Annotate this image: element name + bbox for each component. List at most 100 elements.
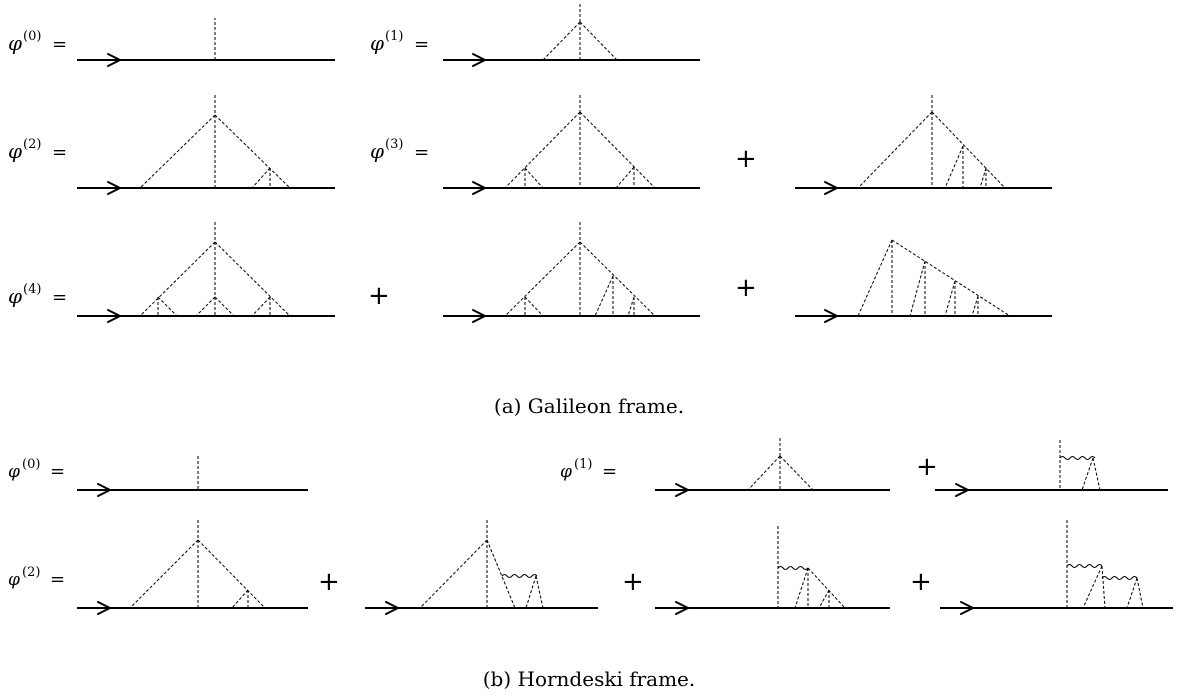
arrow-icon <box>107 53 123 67</box>
scalar-line <box>251 296 271 317</box>
scalar-line <box>857 111 933 189</box>
scalar-line <box>251 167 271 189</box>
diagram-phi1-horndeski-1 <box>655 438 890 497</box>
plus-sign: + <box>910 567 932 597</box>
diagram-phi3-galileon-2 <box>795 95 1052 195</box>
plus-sign: + <box>622 567 644 597</box>
order-superscript: (3) <box>385 137 403 152</box>
plus-sign: + <box>318 567 340 597</box>
label-phi0-b: φ (0) = <box>8 457 65 482</box>
label-phi1-a: φ (1) = <box>370 29 429 55</box>
arrow-icon <box>107 181 123 195</box>
diagram-phi4-galileon-2 <box>443 222 700 323</box>
phi-symbol: φ <box>370 139 384 163</box>
diagram-phi1-galileon <box>443 2 700 67</box>
scalar-line <box>195 296 216 317</box>
wavy-line <box>501 574 538 578</box>
scalar-line <box>1092 457 1101 491</box>
scalar-line <box>1101 565 1106 609</box>
caption-horndeski: (b) Horndeski frame. <box>483 667 696 691</box>
order-superscript: (2) <box>22 565 40 580</box>
label-phi1-b: φ (1) = <box>560 457 617 482</box>
plus-sign: + <box>735 273 757 303</box>
order-superscript: (1) <box>385 29 403 44</box>
scalar-line <box>197 539 266 609</box>
scalar-line <box>1126 577 1138 609</box>
wavy-line <box>1066 564 1103 568</box>
scalar-line <box>818 589 830 609</box>
arrow-icon <box>385 601 401 615</box>
phi-symbol: φ <box>8 139 22 163</box>
phi-symbol: φ <box>8 284 22 308</box>
order-superscript: (0) <box>22 457 40 472</box>
scalar-line <box>542 21 581 61</box>
arrow-icon <box>472 181 488 195</box>
diagram-phi0-galileon <box>77 18 335 67</box>
scalar-line <box>419 539 488 609</box>
equals-sign: = <box>50 569 65 590</box>
diagram-phi4-galileon-3 <box>795 239 1052 323</box>
label-phi0-a: φ (0) = <box>8 29 67 55</box>
diagram-phi0-horndeski <box>77 456 308 497</box>
scalar-line <box>1082 565 1103 609</box>
scalar-line <box>807 567 846 609</box>
scalar-line <box>214 296 235 317</box>
scalar-line <box>214 114 291 189</box>
scalar-line <box>535 575 544 609</box>
phi-symbol: φ <box>8 570 20 590</box>
label-phi4-a: φ (4) = <box>8 282 67 308</box>
scalar-line <box>794 567 809 609</box>
scalar-line <box>944 145 964 189</box>
equals-sign: = <box>52 34 67 55</box>
scalar-line <box>1081 457 1094 491</box>
equals-sign: = <box>414 142 429 163</box>
equals-sign: = <box>602 461 617 482</box>
diagram-phi2-horndeski-3 <box>655 526 890 615</box>
equals-sign: = <box>50 461 65 482</box>
arrow-icon <box>675 601 691 615</box>
arrow-icon <box>97 483 113 497</box>
scalar-line <box>931 111 1006 189</box>
scalar-line <box>486 539 516 609</box>
diagram-phi3-galileon-1 <box>443 95 700 195</box>
scalar-line <box>139 241 216 317</box>
arrow-icon <box>675 483 691 497</box>
phi-symbol: φ <box>8 462 20 482</box>
panel-horndeski: φ (0) = φ (1) = + <box>8 438 1173 691</box>
scalar-line <box>857 239 893 317</box>
arrow-icon <box>107 309 123 323</box>
diagram-phi2-horndeski-1 <box>77 520 308 615</box>
scalar-line <box>909 260 926 317</box>
scalar-line <box>615 166 635 189</box>
arrow-icon <box>472 309 488 323</box>
label-phi2-a: φ (2) = <box>8 137 67 163</box>
arrow-icon <box>960 601 976 615</box>
arrow-icon <box>97 601 113 615</box>
plus-sign: + <box>368 281 390 311</box>
plus-sign: + <box>735 144 757 174</box>
panel-galileon: φ (0) = φ (1) = φ (2) = <box>8 2 1052 418</box>
arrow-icon <box>472 53 488 67</box>
order-superscript: (2) <box>23 137 41 152</box>
order-superscript: (4) <box>23 282 41 297</box>
diagram-phi2-horndeski-4 <box>940 520 1173 615</box>
arrow-icon <box>955 483 971 497</box>
phi-symbol: φ <box>370 31 384 55</box>
scalar-line <box>157 296 178 317</box>
scalar-line <box>747 455 781 491</box>
scalar-line <box>579 241 656 317</box>
scalar-line <box>944 280 956 317</box>
scalar-line <box>627 296 635 317</box>
diagram-phi2-galileon <box>77 95 335 195</box>
phi-symbol: φ <box>560 462 572 482</box>
scalar-line <box>129 539 199 609</box>
scalar-line <box>214 241 291 317</box>
scalar-line <box>139 114 216 189</box>
scalar-line <box>504 241 581 317</box>
diagram-phi1-horndeski-2 <box>935 440 1168 497</box>
equals-sign: = <box>414 34 429 55</box>
scalar-line <box>979 167 987 189</box>
diagram-phi2-horndeski-2 <box>365 520 598 615</box>
